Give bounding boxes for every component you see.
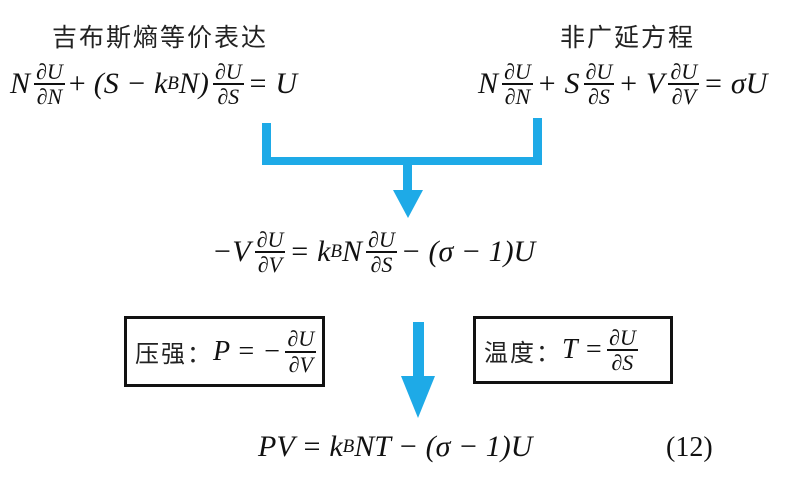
denominator: ∂S <box>370 252 393 278</box>
numerator: ∂U <box>668 59 700 86</box>
eq-term: = σU <box>703 67 768 101</box>
denominator: ∂S <box>611 350 634 375</box>
eq-term: N) <box>178 67 209 101</box>
fraction: ∂U ∂S <box>212 59 244 110</box>
fraction: ∂U ∂V <box>285 326 317 377</box>
denominator: ∂V <box>288 351 313 377</box>
gibbs-entropy-title: 吉布斯熵等价表达 <box>52 23 269 52</box>
eq-term: = k <box>289 235 331 269</box>
pressure-definition-box: 压强： P = − ∂U ∂V <box>124 316 325 387</box>
connector-left-bar <box>262 123 271 163</box>
numerator: ∂U <box>212 59 244 86</box>
eq-term: + V <box>618 67 665 101</box>
fraction: ∂U ∂V <box>668 59 700 110</box>
eq-term: + S <box>536 67 580 101</box>
denominator: ∂V <box>257 252 283 278</box>
eq-term: N <box>478 67 499 101</box>
eq-term: = U <box>247 67 298 101</box>
nonextensive-equation: N ∂U ∂N + S ∂U ∂S + V ∂U ∂V = σU <box>478 60 767 108</box>
numerator: ∂U <box>366 227 397 254</box>
numerator: ∂U <box>285 326 317 353</box>
temperature-label: 温度： <box>484 338 562 367</box>
arrow-down-icon <box>393 190 423 218</box>
fraction: ∂U ∂V <box>254 227 286 278</box>
numerator: ∂U <box>34 59 65 86</box>
nonextensive-title: 非广延方程 <box>560 23 696 52</box>
arrow-stem <box>403 163 412 191</box>
denominator: ∂S <box>587 84 610 110</box>
eq-term: PV = k <box>258 430 343 463</box>
fraction: ∂U ∂N <box>502 60 533 108</box>
arrow-down-icon <box>401 376 435 418</box>
denominator: ∂S <box>217 84 240 110</box>
numerator: ∂U <box>254 227 286 254</box>
eq-term: T = <box>562 334 603 365</box>
operator: + <box>68 67 86 101</box>
fraction: ∂U ∂S <box>606 324 638 375</box>
subscript: B <box>342 436 355 457</box>
eq-term: NT − (σ − 1)U <box>354 430 533 463</box>
connector-right-bar <box>533 118 542 163</box>
eq-term: N <box>10 67 31 101</box>
connector-horizontal-bar <box>262 157 542 165</box>
subscript: B <box>167 73 179 95</box>
denominator: ∂N <box>36 84 63 110</box>
eq-term: − (σ − 1)U <box>400 235 536 269</box>
fraction: ∂U ∂S <box>583 59 615 110</box>
fraction: ∂U ∂N <box>34 60 65 108</box>
equation-number: (12) <box>666 432 713 463</box>
eq-term: −V <box>212 235 251 269</box>
pressure-label: 压强： <box>135 340 213 368</box>
numerator: ∂U <box>606 324 638 351</box>
subscript: B <box>330 241 343 263</box>
denominator: ∂N <box>504 84 531 110</box>
eq-term: (S − k <box>93 67 168 101</box>
fraction: ∂U ∂S <box>366 228 397 276</box>
temperature-definition-box: 温度： T = ∂U ∂S <box>473 316 673 384</box>
denominator: ∂V <box>671 84 696 110</box>
numerator: ∂U <box>583 59 615 86</box>
eq-term: P = − <box>213 335 282 367</box>
numerator: ∂U <box>502 59 533 86</box>
arrow-stem <box>413 322 424 377</box>
eq-term: N <box>342 235 363 269</box>
